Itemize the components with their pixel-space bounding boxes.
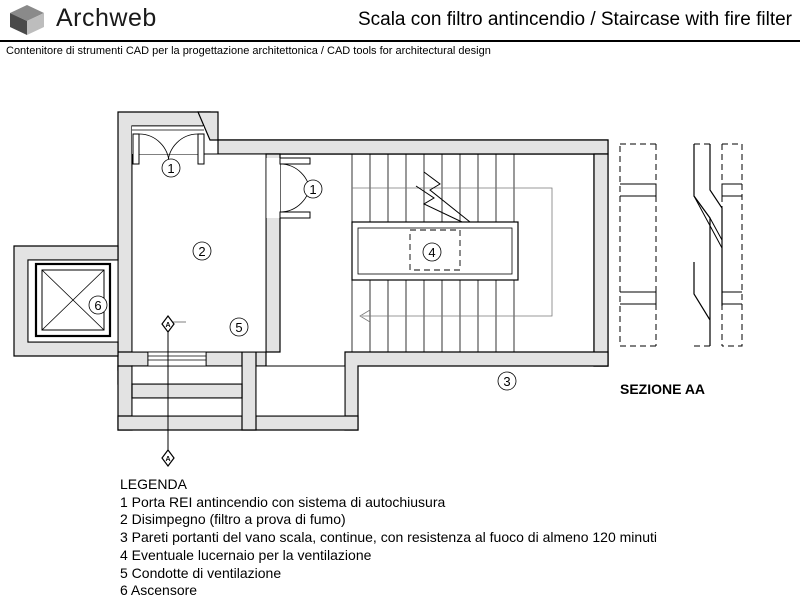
marker-vestibule <box>192 241 212 261</box>
legend-item: 3 Pareti portanti del vano scala, contin… <box>120 529 657 546</box>
section-mark-bottom <box>161 449 175 467</box>
marker-label-5: 5 <box>235 320 242 335</box>
marker-label-6: 6 <box>94 298 101 313</box>
fire-door-top <box>132 125 205 165</box>
room-markers <box>88 158 517 391</box>
staircase <box>351 154 553 352</box>
marker-door-side <box>303 179 323 199</box>
marker-label-2: 2 <box>198 244 205 259</box>
section-mark-label-top: A <box>165 322 170 329</box>
legend-item: 4 Eventuale lucernaio per la ventilazion… <box>120 546 372 563</box>
legend-item: 2 Disimpegno (filtro a prova di fumo) <box>120 511 346 528</box>
marker-vent <box>229 317 249 337</box>
section-aa-drawing <box>619 143 743 347</box>
brand-name: Archweb <box>56 4 157 32</box>
section-line <box>161 315 186 467</box>
marker-label-3: 3 <box>503 374 510 389</box>
section-mark-label-bottom: A <box>165 456 170 463</box>
marker-label-1a: 1 <box>167 161 174 176</box>
walls <box>13 111 609 431</box>
archweb-logo-icon <box>10 5 44 35</box>
subtitle: Contenitore di strumenti CAD per la prog… <box>6 45 491 57</box>
section-label: SEZIONE AA <box>620 381 706 397</box>
marker-label-4: 4 <box>428 245 435 260</box>
legend-item: 1 Porta REI antincendio con sistema di a… <box>120 493 446 510</box>
marker-walls <box>497 371 517 391</box>
fire-door-side <box>265 157 311 219</box>
legend-item: 6 Ascensore <box>120 582 198 599</box>
legend-title: LEGENDA <box>120 476 187 492</box>
page-title: Scala con filtro antincendio / Staircase… <box>357 9 792 30</box>
header-divider <box>0 40 800 42</box>
legend-item: 5 Condotte di ventilazione <box>120 564 282 581</box>
marker-elevator <box>88 295 108 315</box>
marker-label-1b: 1 <box>309 182 316 197</box>
section-mark-top <box>161 315 175 333</box>
legend: LEGENDA 1 Porta REI antincendio con sist… <box>120 476 657 600</box>
marker-skylight <box>422 242 442 262</box>
header: Archweb Scala con filtro antincendio / S… <box>0 0 800 40</box>
marker-door-top <box>161 158 181 178</box>
